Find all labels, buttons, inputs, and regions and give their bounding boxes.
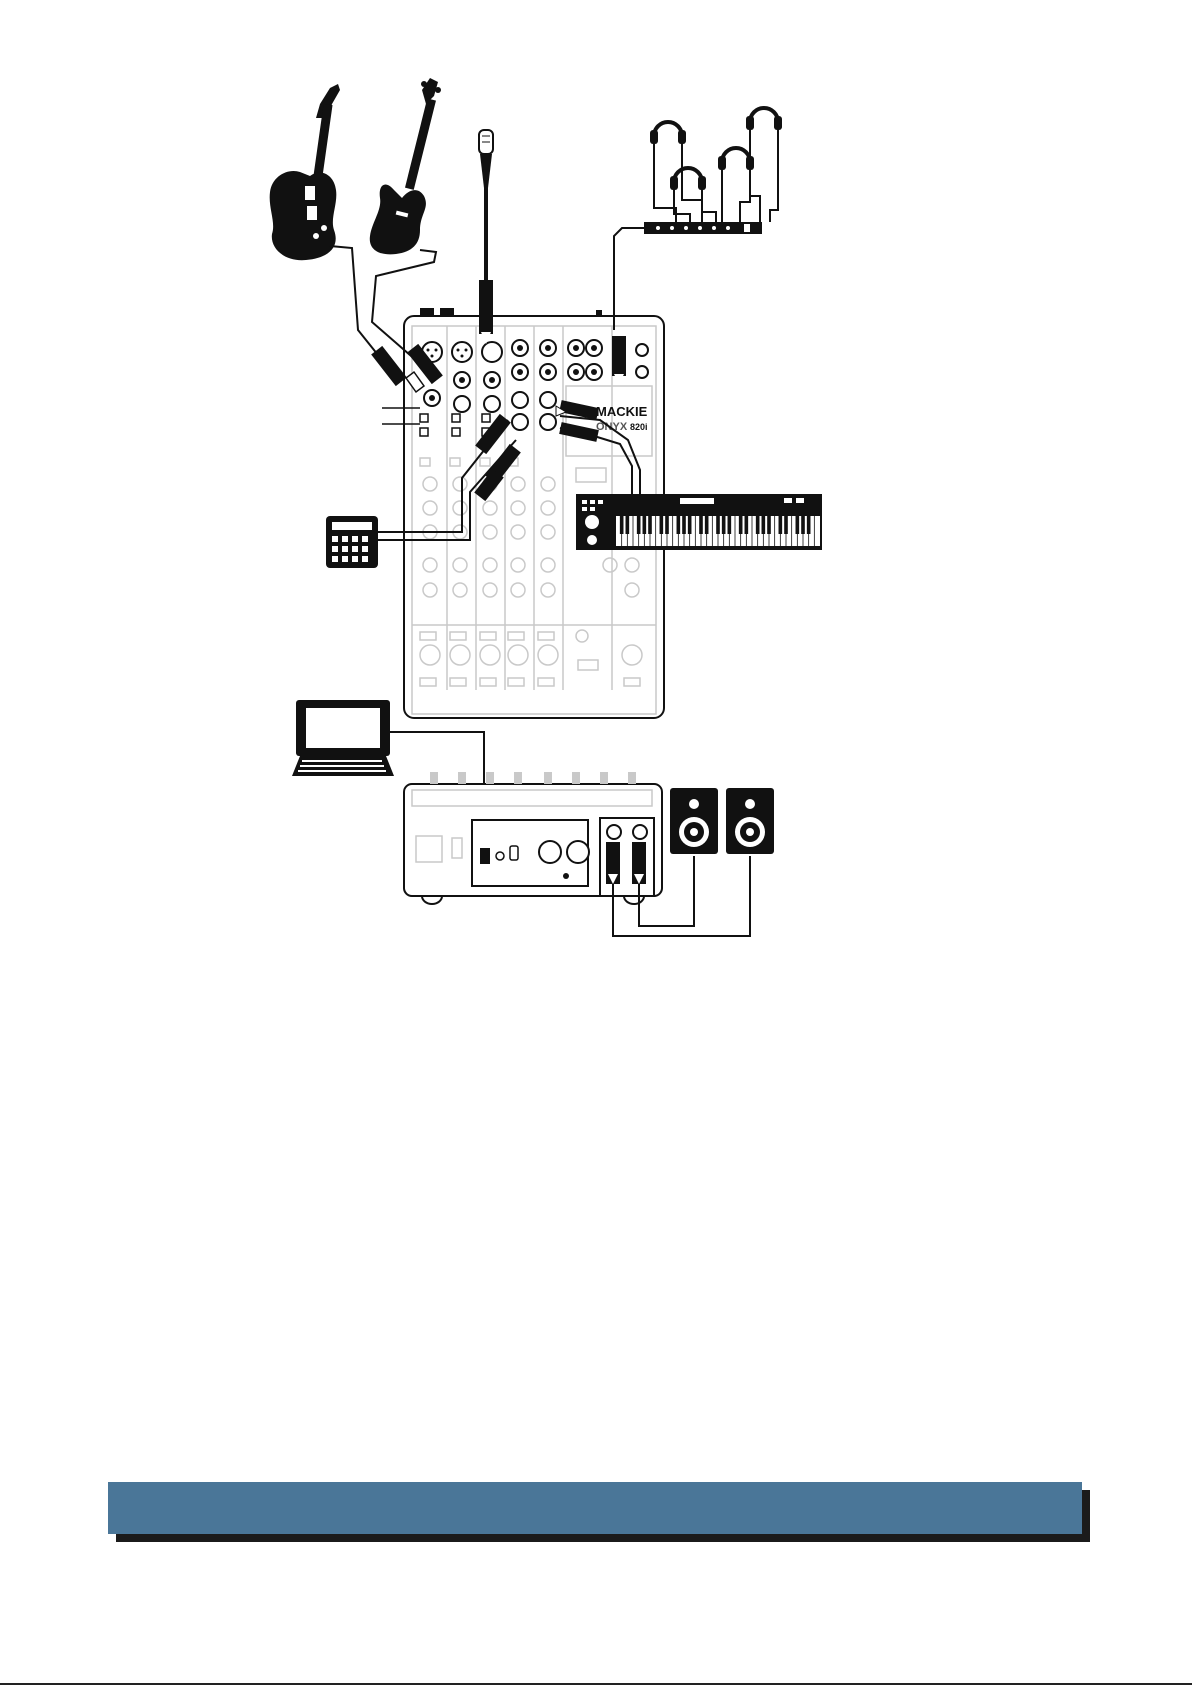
keyboard-synth-icon (576, 494, 822, 550)
headphone-amp-icon (644, 222, 762, 234)
studio-monitor-icon (670, 788, 774, 854)
section-banner (108, 1482, 1082, 1534)
drum-machine-icon (326, 516, 378, 568)
laptop-icon (292, 700, 394, 776)
mixer-rear-icon (404, 772, 662, 904)
mixer-model-label: ONYX (596, 421, 628, 433)
mixer-model-number: 820i (630, 422, 648, 432)
mixer-brand-label: MACKIE (596, 404, 648, 419)
electric-guitar-icon (270, 84, 340, 260)
bass-guitar-icon (370, 78, 441, 254)
microphone-icon (479, 130, 493, 344)
headphones-icon (654, 108, 778, 182)
